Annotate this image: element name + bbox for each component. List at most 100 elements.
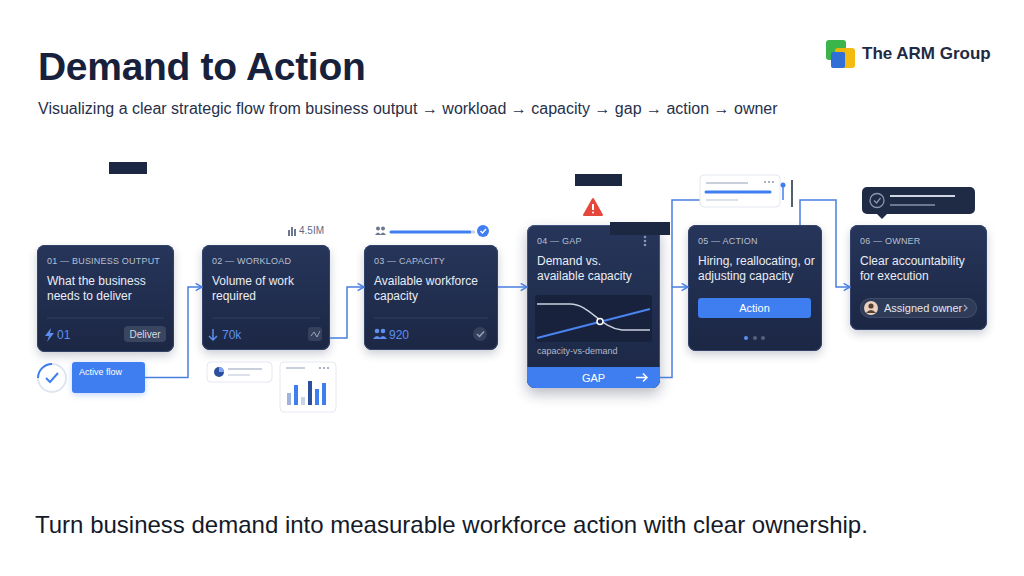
placeholder-line [890,204,935,206]
card-heading: 01 — BUSINESS OUTPUT [47,256,160,267]
process-card: 04 — GAPDemand vs. available capacitycap… [527,225,660,388]
gap-arrow [636,374,647,382]
slider-line [791,180,793,207]
metric-value: 01 [57,328,70,342]
flow-tag: Active flow [72,362,145,393]
warning-icon [592,212,594,214]
check-badge [477,225,489,237]
card-body: Clear accountability for execution [860,254,978,284]
chevron [964,305,967,311]
pager-dot [761,336,765,340]
bars-icon [291,227,293,236]
pager-dot [753,336,757,340]
card-body: What the business needs to deliver [47,274,165,304]
chart-caption: capacity-vs-demand [537,346,618,357]
icon-tile [311,331,320,337]
check-badge [477,332,484,337]
kebab-menu [644,240,647,243]
avatar [866,310,876,313]
more-dots [772,181,774,183]
avatar [864,301,878,315]
placeholder-line [286,367,305,369]
chip-label: Deliver [124,326,166,342]
process-card: 05 — ACTIONHiring, reallocating, or adju… [688,225,822,351]
check-badge [473,327,487,341]
metric-value: 70k [222,328,241,342]
slider-knob [781,183,786,188]
bar [322,383,326,405]
intersection-dot [597,319,603,325]
card-body: Demand vs. available capacity [537,254,645,284]
redaction-bar [109,162,147,174]
chart-widget [280,362,336,412]
button-label: Action [698,298,811,318]
warning-icon [592,204,594,210]
flow-connector [660,287,688,378]
slider-line [782,186,784,200]
tooltip [862,187,975,214]
bar [308,381,312,405]
pager-dot [744,336,748,340]
redaction-bar [575,174,622,186]
placeholder-line [706,182,748,184]
card-divider [47,318,164,319]
down-arrow-icon [209,329,217,340]
gap-label: GAP [527,367,660,388]
more-dots [319,367,321,369]
more-dots [764,181,766,183]
more-dots [327,367,329,369]
mini-widget [207,362,272,382]
tooltip [876,213,888,219]
bar [315,389,319,405]
people-icon [381,329,386,334]
progress-bar [391,231,470,234]
people-icon [375,233,386,236]
kebab-menu [644,236,647,239]
leader-line [672,200,700,287]
people-icon [375,329,380,334]
people-icon [373,336,387,339]
owner-label: Assigned owner [884,298,962,318]
warning-icon [584,199,602,215]
page-caption: Turn business demand into measurable wor… [35,511,868,539]
progress-bar [471,231,475,234]
flow-connector [498,286,527,288]
avatar [868,303,873,308]
more-dots [768,181,770,183]
capacity-line [537,309,650,338]
card-heading: 03 — CAPACITY [374,256,445,267]
progress-ring [38,364,66,392]
kebab-menu [644,244,647,247]
pie-icon [214,367,224,377]
process-card: 01 — BUSINESS OUTPUT What the business ne… [37,245,174,352]
people-icon [381,227,385,231]
status-chip: Deliver [124,326,166,342]
demand-curve [537,304,650,330]
card-body: Hiring, reallocating, or adjusting capac… [698,254,816,284]
more-dots [323,367,325,369]
card-body: Available workforce capacity [374,274,492,304]
placeholder-line [228,368,262,370]
logo-mark [831,52,845,68]
logo-mark [826,40,846,60]
bolt-icon [45,328,54,342]
redaction-bar [610,222,670,235]
process-card: 03 — CAPACITY Available workforce capacit… [364,245,498,350]
check-badge [481,229,487,233]
flow-connector [145,287,202,378]
bars-icon [288,230,290,236]
process-card: 02 — WORKLOADVolume of work required70k [202,245,330,350]
bar [287,393,291,405]
check-badge [874,198,881,203]
card-divider [374,318,488,319]
flow-connector [330,287,364,338]
card-divider [212,318,320,319]
flow-connector [800,200,850,287]
check-badge [870,194,884,208]
bar [294,385,298,405]
flow-label: Active flow [79,367,122,378]
placeholder-line [706,199,738,201]
subtitle: Visualizing a clear strategic flow from … [38,99,778,118]
